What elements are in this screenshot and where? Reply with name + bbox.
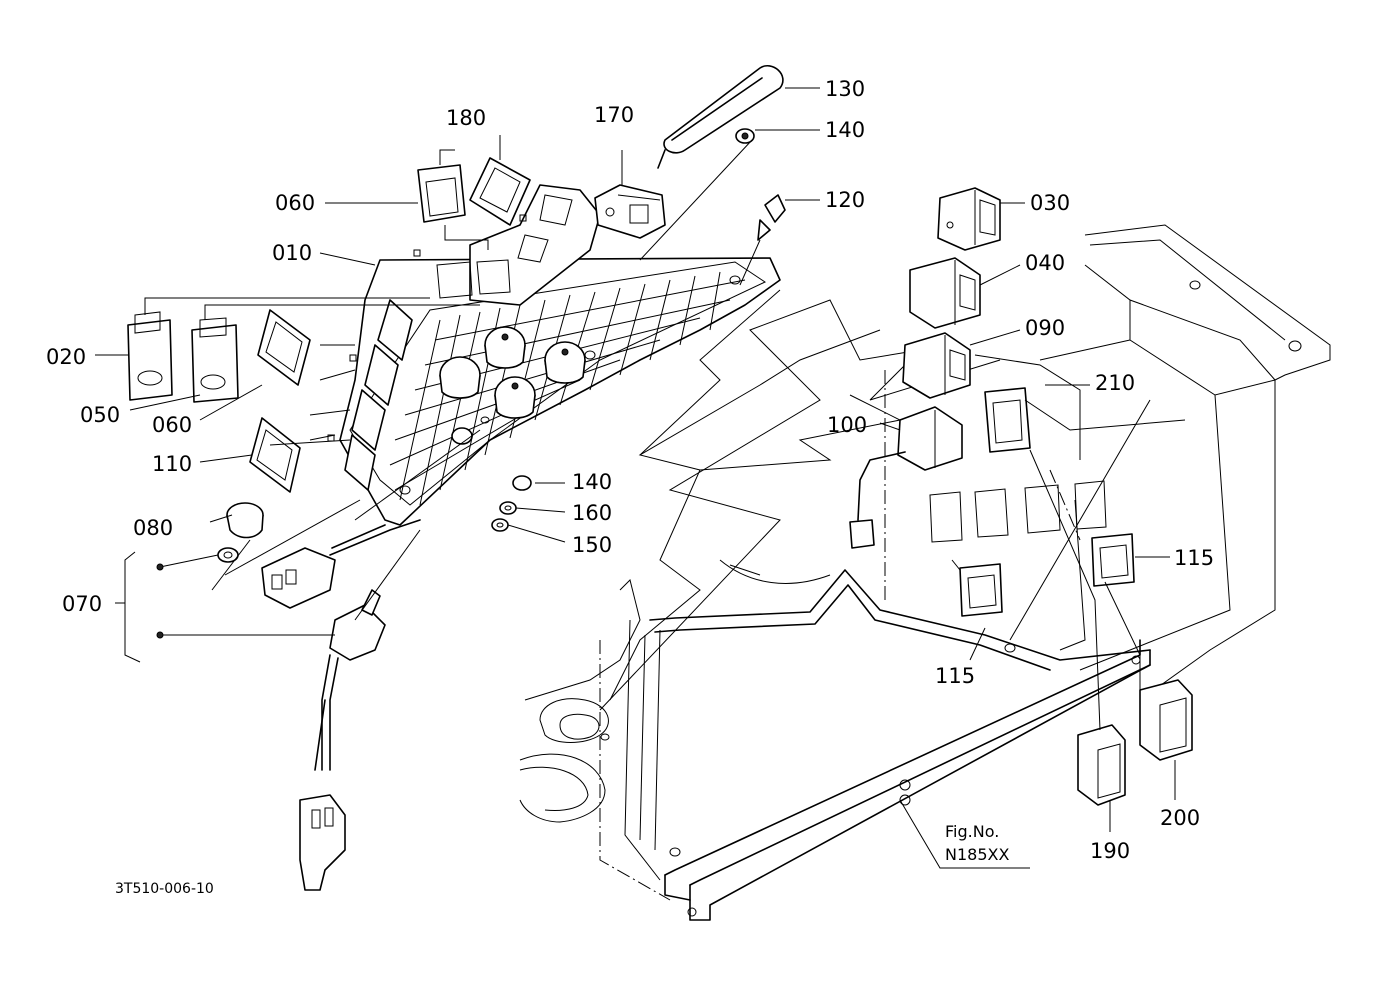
switch-050 [191,317,239,403]
callout-150: 150 [572,533,612,557]
fender-housing [884,224,1331,701]
rotary-switch-070 [299,529,421,891]
callout-020: 020 [46,345,86,369]
bezel-060-left [257,309,311,386]
bulb-120 [757,194,786,241]
callout-010: 010 [272,241,312,265]
switch-040 [909,257,981,329]
bullet-070a [156,563,164,571]
figure-number: N185XX [945,845,1009,864]
callout-060-top: 060 [275,191,315,215]
washer-160 [499,501,517,515]
nut-150 [491,518,509,532]
switch-210 [984,387,1031,453]
floor-step-plate [519,559,1151,921]
switch-020 [127,311,173,401]
callout-110: 110 [152,452,192,476]
switch-200 [1139,679,1193,761]
switch-090 [902,332,971,399]
callout-140-bottom: 140 [572,470,612,494]
switch-module-170 [594,184,666,239]
switch-030 [937,187,1001,251]
drawing-code: 3T510-006-10 [115,881,214,897]
callout-100: 100 [827,413,867,437]
bullet-070b [156,631,164,639]
callout-120: 120 [825,188,865,212]
callout-070: 070 [62,592,102,616]
switch-100 [849,406,963,549]
knob-080 [226,502,264,539]
callout-180: 180 [446,106,486,130]
callout-170: 170 [594,103,634,127]
panel-connector [261,547,336,609]
callout-130: 130 [825,77,865,101]
callout-090: 090 [1025,316,1065,340]
switch-115-lower [959,563,1003,617]
leader-lines [95,87,1186,869]
loop-wire-130 [657,65,784,169]
callout-050: 050 [80,403,120,427]
callout-140-top: 140 [825,118,865,142]
callout-030: 030 [1030,191,1070,215]
callout-060-mid: 060 [152,413,192,437]
dash-panel-010 [327,184,781,556]
callout-labels: 130 140 180 170 120 060 030 010 040 090 … [46,77,1214,863]
frame-outline-lines [599,289,1001,711]
callout-160: 160 [572,501,612,525]
rocker-switch-060-top [417,164,466,223]
callout-200: 200 [1160,806,1200,830]
bezel-180 [469,157,531,226]
callout-210: 210 [1095,371,1135,395]
switch-190 [1077,724,1126,806]
callout-190: 190 [1090,839,1130,863]
callout-080: 080 [133,516,173,540]
grommet-140-bottom [512,475,532,491]
figure-number-label: Fig.No. [945,822,999,841]
knob-set [439,326,586,445]
callout-115-right: 115 [1174,546,1214,570]
grommet-140-top-hole [741,132,749,140]
callout-040: 040 [1025,251,1065,275]
callout-115-lower: 115 [935,664,975,688]
bezel-110 [249,417,301,493]
switch-115-right [1091,533,1135,587]
